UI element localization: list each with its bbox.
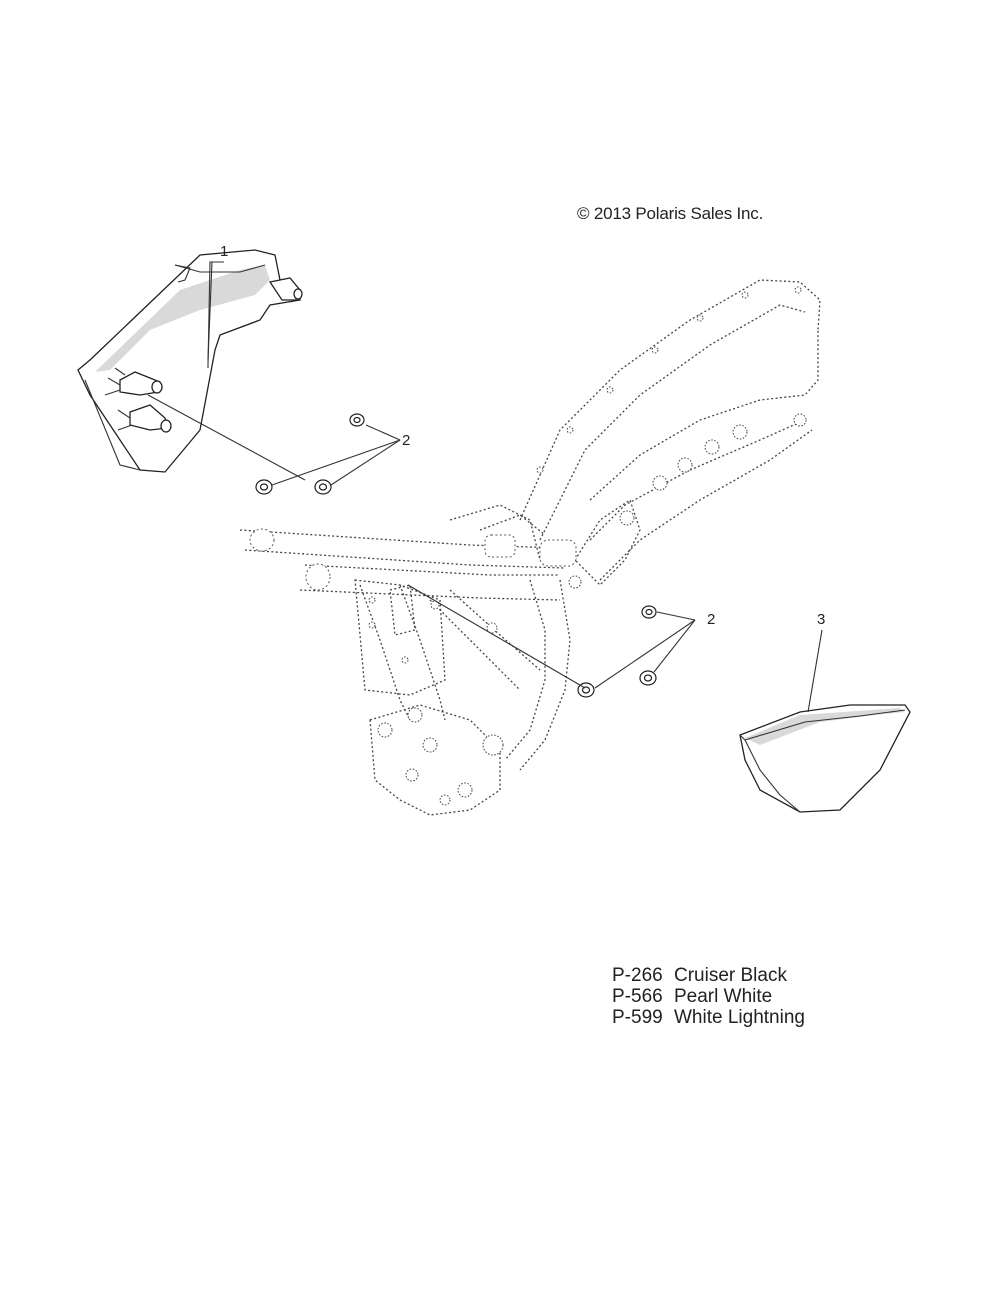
grommet-icon	[349, 413, 365, 427]
copyright-text: © 2013 Polaris Sales Inc.	[577, 204, 764, 223]
grommets-lower	[577, 605, 657, 698]
grommet-icon	[641, 605, 657, 619]
grommet-icon	[255, 479, 273, 495]
frame-assembly	[239, 279, 821, 816]
callout-1: 1	[220, 243, 229, 260]
legend-code: P-599	[612, 1007, 663, 1028]
leader-lines	[147, 261, 823, 713]
color-legend: P-266 Cruiser Black P-566 Pearl White P-…	[612, 965, 805, 1028]
grommet-icon	[639, 670, 657, 686]
callout-3: 3	[817, 611, 826, 628]
legend-code: P-566	[612, 986, 663, 1007]
legend-code: P-266	[612, 965, 663, 986]
legend-color-name: Pearl White	[674, 986, 773, 1007]
push-pin-nose	[268, 277, 303, 301]
legend-row: P-266 Cruiser Black	[612, 965, 805, 986]
side-cover-right	[739, 704, 911, 813]
grommets-upper	[255, 413, 365, 495]
callout-2-lower: 2	[707, 611, 716, 628]
legend-row: P-566 Pearl White	[612, 986, 805, 1007]
push-pin-lower	[117, 404, 172, 433]
legend-color-name: Cruiser Black	[674, 965, 787, 986]
legend-color-name: White Lightning	[674, 1007, 805, 1028]
push-pin-upper	[104, 367, 163, 396]
side-cover-left	[77, 249, 303, 473]
callout-2-upper: 2	[402, 432, 411, 449]
grommet-icon	[314, 479, 332, 495]
legend-row: P-599 White Lightning	[612, 1007, 805, 1028]
